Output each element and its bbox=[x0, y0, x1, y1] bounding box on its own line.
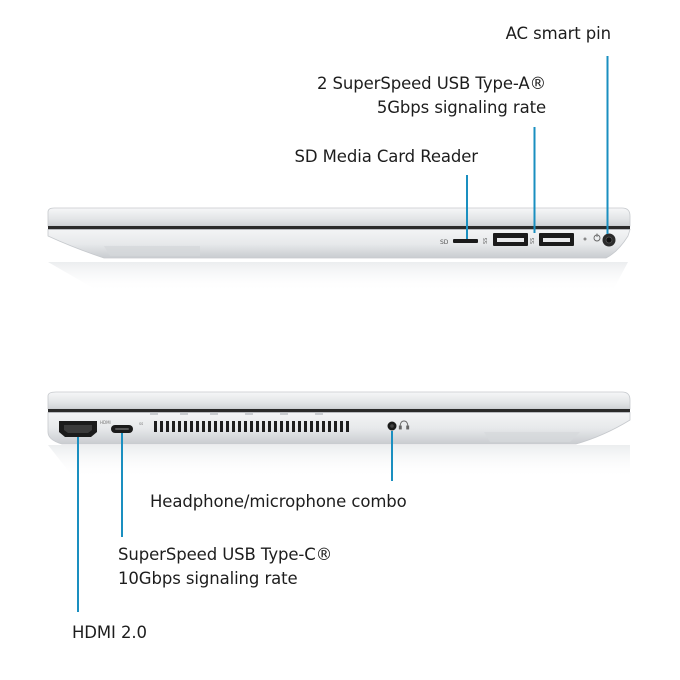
hinge-gap bbox=[48, 226, 630, 230]
hdmi-port-icon bbox=[59, 421, 97, 437]
usb-a-port-icon bbox=[493, 233, 528, 246]
svg-text:ss: ss bbox=[139, 421, 143, 426]
headset-icon bbox=[398, 420, 410, 430]
label-usb-a-line2: 5Gbps signaling rate bbox=[376, 98, 546, 117]
label-headphone-combo-text: Headphone/microphone combo bbox=[150, 492, 407, 511]
label-usb-a-line1: 2 SuperSpeed USB Type-A® bbox=[316, 74, 546, 93]
label-hdmi: HDMI 2.0 bbox=[72, 621, 147, 645]
hinge-gap bbox=[48, 409, 630, 413]
label-usb-a: 2 SuperSpeed USB Type-A® 5Gbps signaling… bbox=[317, 72, 546, 120]
label-usb-c: SuperSpeed USB Type-C® 10Gbps signaling … bbox=[118, 543, 332, 591]
label-usb-c-line1: SuperSpeed USB Type-C® bbox=[118, 545, 333, 564]
power-button-icon bbox=[593, 233, 601, 242]
laptop-left-side: HDMI ss bbox=[47, 391, 631, 478]
label-headphone-combo: Headphone/microphone combo bbox=[150, 490, 407, 514]
label-sd-reader-text: SD Media Card Reader bbox=[294, 147, 479, 166]
label-ac-smart-pin-text: AC smart pin bbox=[505, 24, 611, 43]
callout-lines bbox=[77, 56, 609, 612]
usb-a-1-mark: SS bbox=[483, 238, 489, 244]
label-hdmi-text: HDMI 2.0 bbox=[72, 623, 147, 642]
sd-port-mark: SD bbox=[440, 239, 449, 246]
ac-smart-pin-port bbox=[602, 233, 616, 247]
laptop-right-side: SD SS SS bbox=[47, 207, 631, 292]
laptop-lid bbox=[47, 207, 631, 227]
usb-a-2-mark: SS bbox=[530, 238, 536, 244]
sd-card-slot-icon bbox=[453, 239, 478, 243]
air-vent bbox=[154, 421, 349, 432]
laptop-lid bbox=[47, 391, 631, 410]
led-icon bbox=[583, 237, 587, 241]
usb-a-port-icon bbox=[539, 233, 574, 246]
label-sd-reader: SD Media Card Reader bbox=[294, 145, 479, 169]
svg-text:HDMI: HDMI bbox=[100, 420, 111, 425]
label-ac-smart-pin: AC smart pin bbox=[506, 22, 611, 46]
label-usb-c-line2: 10Gbps signaling rate bbox=[118, 569, 298, 588]
laptop-base bbox=[47, 412, 631, 445]
